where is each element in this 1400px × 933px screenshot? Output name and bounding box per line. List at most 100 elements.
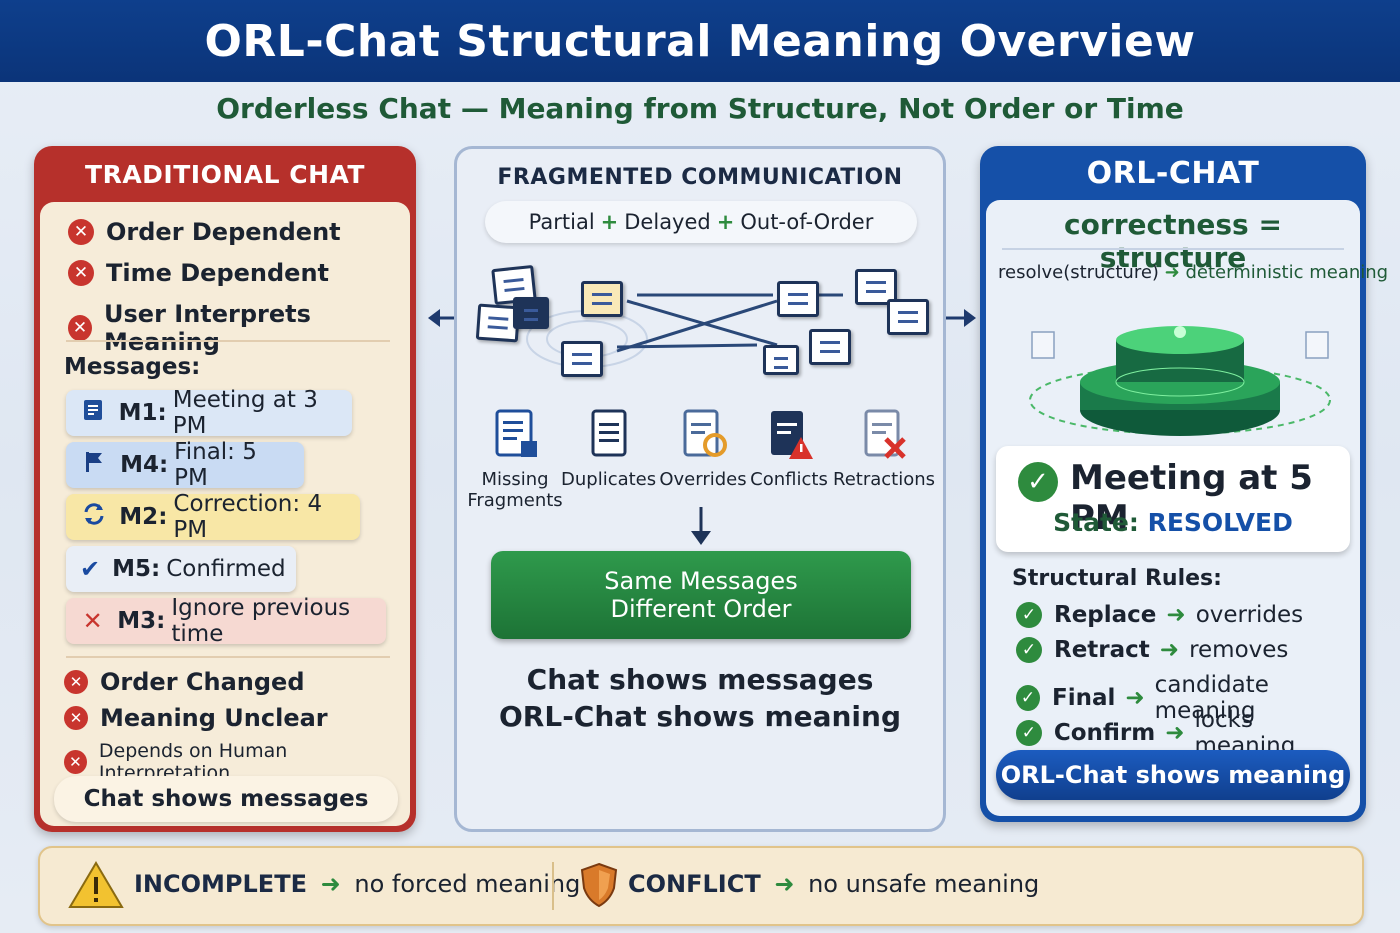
rule-effect: overrides (1195, 602, 1304, 628)
check-circle-icon: ✓ (1016, 602, 1042, 628)
result-title: Meeting at 5 PM (1070, 458, 1313, 538)
category-label: Duplicates (561, 469, 657, 490)
state-line: State: RESOLVED (996, 508, 1350, 537)
x-circle-icon: ✕ (64, 750, 87, 774)
traditional-chat-panel: TRADITIONAL CHAT ✕ Order Dependent ✕ Tim… (34, 146, 416, 832)
arrow-right-icon: ➜ (1165, 720, 1185, 746)
fragment-icon (581, 281, 623, 317)
issue-time-dependent: ✕ Time Dependent (68, 259, 329, 287)
message-id: M5: (112, 556, 161, 582)
state-value: RESOLVED (1147, 508, 1293, 537)
message-text: Final: 5 PM (174, 439, 257, 491)
check-circle-icon: ✓ (1016, 685, 1041, 711)
retractions-icon (864, 409, 906, 459)
x-circle-icon: ✕ (68, 219, 94, 245)
message-m5: ✔ M5: Confirmed (66, 546, 296, 592)
arrow-right-icon: ➜ (1125, 685, 1145, 711)
orl-chat-header: ORL-CHAT (1086, 155, 1260, 191)
x-circle-icon: ✕ (64, 706, 88, 730)
same-messages-box: Same Messages Different Order (491, 551, 911, 639)
plus-icon: + (716, 210, 735, 234)
incomplete-line: INCOMPLETE ➜ no forced meaning (134, 870, 580, 898)
duplicates-icon (591, 409, 627, 457)
x-circle-icon: ✕ (64, 670, 88, 694)
rule-name: Replace (1054, 602, 1157, 628)
message-m4: M4: Final: 5 PM (66, 439, 304, 491)
category-label: Conflicts (750, 469, 828, 490)
message-m3: ✕ M3: Ignore previous time (66, 595, 386, 647)
center-caption: Chat shows messages ORL-Chat shows meani… (457, 661, 943, 735)
check-circle-icon: ✓ (1018, 462, 1058, 502)
correctness-equation: correctness = structure (1064, 208, 1282, 274)
orl-chat-panel: ORL-CHAT correctness = structure resolve… (980, 146, 1388, 822)
message-text: Correction: 4 PM (173, 491, 323, 543)
rule-final: ✓ Final ➜ candidate meaning (1016, 672, 1360, 724)
category-label: Retractions (833, 469, 936, 490)
plus-icon: + (600, 210, 619, 234)
fragmented-communication-panel: FRAGMENTED COMMUNICATION Partial + Delay… (454, 146, 946, 832)
rule-effect: candidate meaning (1154, 672, 1269, 724)
message-text: Meeting at 3 PM (172, 387, 318, 439)
caption-line2: ORL-Chat shows meaning (498, 700, 902, 733)
message-m2: M2: Correction: 4 PM (66, 491, 360, 543)
arrow-down-icon (691, 507, 711, 545)
message-text: Confirmed (166, 556, 286, 582)
message-id: M3: (117, 608, 166, 634)
refresh-icon (80, 501, 107, 533)
category-label: Missing Fragments (467, 469, 563, 511)
tag-out-of-order: Out-of-Order (740, 210, 874, 234)
outcome-label: Meaning Unclear (100, 704, 328, 732)
fragment-tags: Partial + Delayed + Out-of-Order (485, 201, 917, 243)
fragmented-header: FRAGMENTED COMMUNICATION (497, 165, 903, 190)
arrow-right-icon (944, 309, 976, 327)
title-bar: ORL-Chat Structural Meaning Overview (0, 0, 1400, 82)
check-circle-icon: ✓ (1016, 637, 1042, 663)
category-label: Overrides (659, 469, 747, 490)
conflict-label: CONFLICT (628, 870, 761, 898)
issue-label: Order Dependent (106, 218, 341, 246)
result-line2: Different Order (610, 595, 792, 623)
message-id: M4: (120, 452, 169, 478)
flag-icon (80, 450, 108, 480)
caption-line1: Chat shows messages (526, 663, 874, 696)
arrow-right-icon: ➜ (320, 870, 341, 898)
issue-label: User Interprets Meaning (104, 300, 311, 356)
result-line1: Same Messages (604, 567, 798, 595)
tag-partial: Partial (528, 210, 595, 234)
category-overrides: Overrides (655, 407, 751, 490)
conflict-line: CONFLICT ➜ no unsafe meaning (628, 870, 1039, 898)
resolve-left: resolve(structure) (998, 262, 1159, 283)
resolve-right: deterministic meaning (1185, 262, 1389, 283)
divider (66, 656, 390, 658)
incomplete-effect: no forced meaning (354, 870, 581, 898)
incomplete-label: INCOMPLETE (134, 870, 307, 898)
messages-label: Messages: (64, 354, 201, 380)
arrow-right-icon: ➜ (1166, 602, 1186, 628)
rule-name: Retract (1054, 637, 1150, 663)
message-text: Ignore previous time (171, 595, 351, 647)
issue-label: Time Dependent (106, 259, 329, 287)
state-label: State: (1053, 508, 1139, 537)
rule-retract: ✓ Retract ➜ removes (1016, 637, 1288, 663)
x-circle-icon: ✕ (68, 315, 93, 341)
category-retractions: Retractions (833, 407, 935, 490)
outcome-meaning-unclear: ✕ Meaning Unclear (64, 704, 328, 732)
issue-order-dependent: ✕ Order Dependent (68, 218, 341, 246)
fragment-icon (777, 281, 819, 317)
traditional-chat-header: TRADITIONAL CHAT (85, 159, 365, 189)
bottom-bar: INCOMPLETE ➜ no forced meaning CONFLICT … (38, 846, 1364, 926)
warning-icon (68, 861, 124, 908)
page-subtitle: Orderless Chat — Meaning from Structure,… (216, 92, 1184, 125)
fragment-icon (887, 299, 929, 335)
document-icon (80, 398, 107, 428)
rule-name: Final (1052, 685, 1116, 711)
resolver-engine-icon (1029, 326, 1331, 436)
resolved-result-card: ✓ Meeting at 5 PM State: RESOLVED (996, 446, 1350, 552)
puzzle-icon (513, 297, 549, 329)
missing-fragments-icon (495, 409, 537, 457)
conflicts-icon (771, 411, 813, 459)
check-circle-icon: ✓ (1016, 720, 1042, 746)
fragment-icon (763, 345, 799, 375)
rule-name: Confirm (1053, 720, 1156, 746)
x-circle-icon: ✕ (68, 260, 94, 286)
